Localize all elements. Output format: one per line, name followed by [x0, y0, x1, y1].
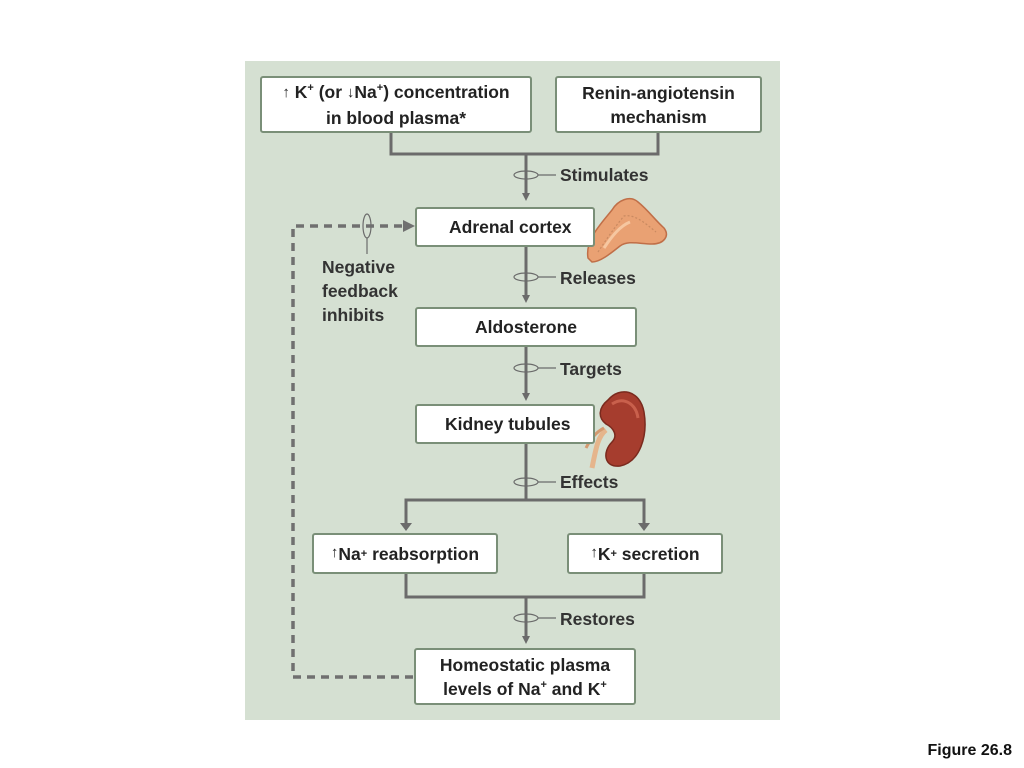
effects-split-line [404, 498, 646, 525]
down-arrow-icon: ↓ [346, 83, 355, 101]
aldosterone-box: Aldosterone [415, 307, 637, 347]
targets-label: Targets [560, 359, 622, 379]
up-arrow-icon: ↑ [282, 83, 290, 101]
kidney-icon [584, 391, 646, 469]
renin-angiotensin-box: Renin-angiotensin mechanism [555, 76, 762, 133]
effects-arrowhead-left [400, 523, 412, 531]
negative-feedback-label: Negative feedback inhibits [322, 257, 398, 325]
sodium-reabsorption-box: ↑Na+ reabsorption [312, 533, 498, 574]
releases-label: Releases [560, 268, 636, 288]
negative-feedback-arrowhead [403, 220, 415, 232]
negative-feedback-line [291, 224, 413, 679]
up-arrow-icon: ↑ [330, 543, 339, 561]
effects-label: Effects [560, 472, 619, 492]
homeostatic-levels-box: Homeostatic plasma levels of Na+ and K+ [414, 648, 636, 705]
effects-arrowhead-right [638, 523, 650, 531]
top-join-line [389, 133, 660, 156]
label-connectors [362, 170, 556, 623]
restores-label: Restores [560, 609, 635, 629]
figure-caption: Figure 26.8 [927, 742, 1012, 759]
potassium-secretion-box: ↑K+ secretion [567, 533, 723, 574]
adrenal-gland-icon [586, 198, 668, 263]
up-arrow-icon: ↑ [590, 543, 598, 561]
adrenal-cortex-box: Adrenal cortex [415, 207, 595, 247]
stimulates-label: Stimulates [560, 165, 649, 185]
diagram-panel [245, 61, 780, 720]
kidney-tubules-box: Kidney tubules [415, 404, 595, 444]
potassium-concentration-box: ↑ K+ (or ↓Na+) concentration in blood pl… [260, 76, 532, 133]
restore-join-line [404, 574, 646, 599]
